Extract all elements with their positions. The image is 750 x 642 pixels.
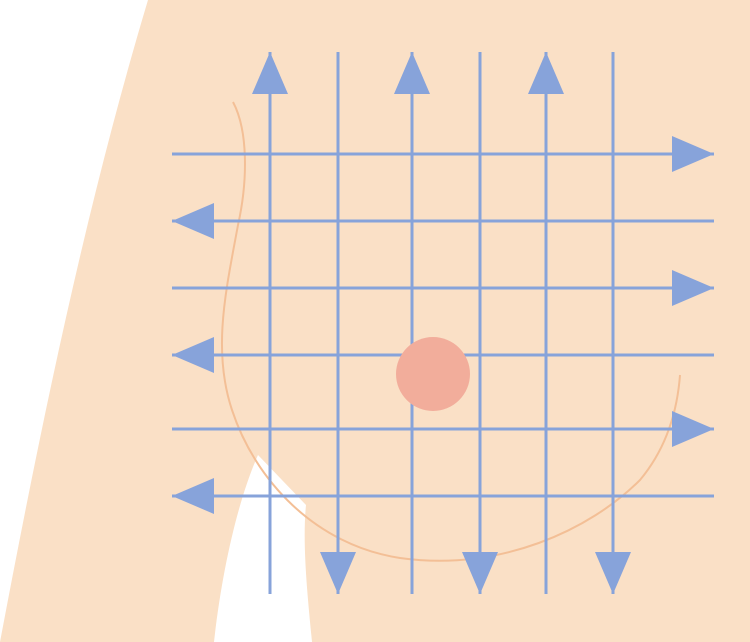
triangle-up-icon bbox=[252, 52, 288, 94]
triangle-down-icon bbox=[320, 552, 356, 594]
triangle-right-icon bbox=[672, 136, 714, 172]
triangle-down-icon bbox=[462, 552, 498, 594]
triangle-down-icon bbox=[595, 552, 631, 594]
vertical-grid-lines bbox=[268, 52, 615, 594]
nipple-marker bbox=[396, 337, 470, 411]
horizontal-grid-lines bbox=[172, 152, 714, 498]
triangle-left-icon bbox=[172, 478, 214, 514]
triangle-up-icon bbox=[394, 52, 430, 94]
triangle-right-icon bbox=[672, 411, 714, 447]
arrow-heads bbox=[172, 52, 714, 594]
triangle-right-icon bbox=[672, 270, 714, 306]
triangle-up-icon bbox=[528, 52, 564, 94]
breast-outline bbox=[220, 101, 681, 562]
triangle-left-icon bbox=[172, 203, 214, 239]
triangle-left-icon bbox=[172, 337, 214, 373]
